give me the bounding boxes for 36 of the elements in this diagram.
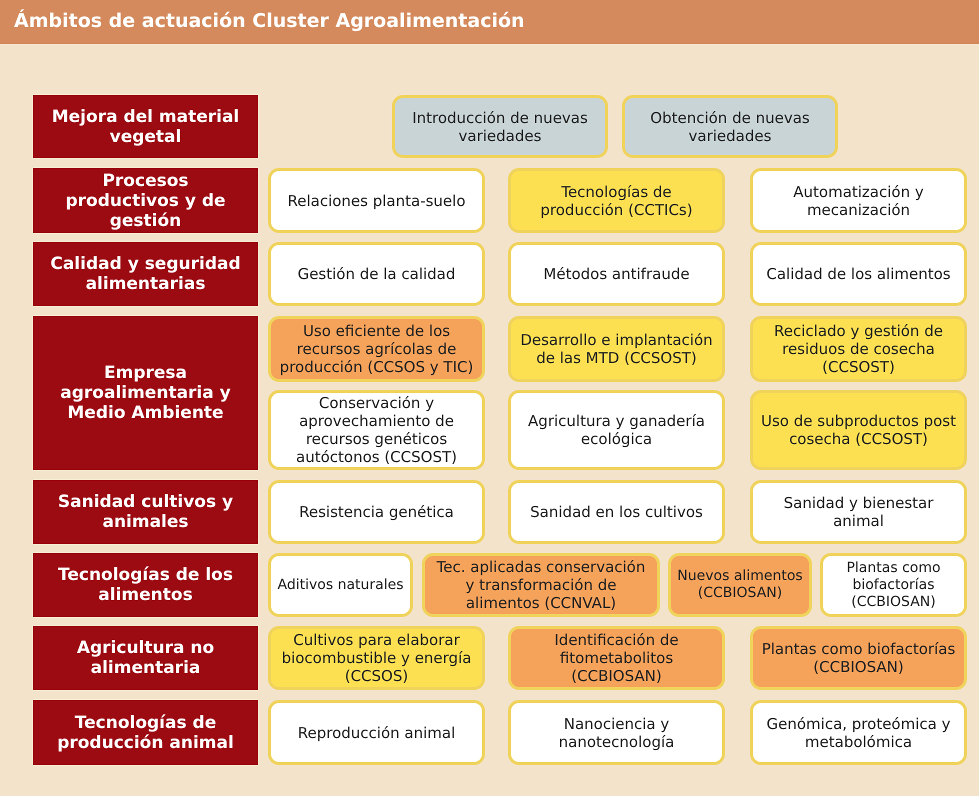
topic-box: Tecnologías de producción (CCTICs) — [508, 168, 725, 233]
topic-box: Obtención de nuevas variedades — [622, 95, 838, 158]
row-header: Mejora del material vegetal — [33, 95, 258, 158]
topic-box: Métodos antifraude — [508, 242, 725, 306]
topic-box: Automatización y mecanización — [750, 168, 967, 233]
topic-box: Identificación de fitometabolitos (CCBIOSAN) — [508, 626, 725, 690]
topic-box: Reciclado y gestión de residuos de cosecha (CCSOST) — [750, 316, 967, 382]
topic-box: Sanidad y bienestar animal — [750, 480, 967, 544]
topic-box: Plantas como biofactorías (CCBIOSAN) — [820, 553, 967, 617]
topic-box: Genómica, proteómica y metabolómica — [750, 700, 967, 765]
title: Ámbitos de actuación Cluster Agroalimentación — [14, 10, 525, 32]
row-header: Empresa agroalimentaria y Medio Ambiente — [33, 316, 258, 470]
topic-box: Resistencia genética — [268, 480, 485, 544]
topic-box: Uso de subproductos post cosecha (CCSOST) — [750, 390, 967, 470]
row-header: Tecnologías de producción animal — [33, 700, 258, 765]
topic-box: Sanidad en los cultivos — [508, 480, 725, 544]
topic-box: Nuevos alimentos (CCBIOSAN) — [668, 553, 812, 617]
row-header: Tecnologías de los alimentos — [33, 553, 258, 617]
topic-box: Cultivos para elaborar biocombustible y energía (CCSOS) — [268, 626, 485, 690]
topic-box: Relaciones planta-suelo — [268, 168, 485, 233]
topic-box: Nanociencia y nanotecnología — [508, 700, 725, 765]
row-header: Agricultura no alimentaria — [33, 626, 258, 690]
topic-box: Gestión de la calidad — [268, 242, 485, 306]
row-header: Calidad y seguridad alimentarias — [33, 242, 258, 306]
topic-box: Plantas como biofactorías (CCBIOSAN) — [750, 626, 967, 690]
topic-box: Aditivos naturales — [268, 553, 413, 617]
topic-box: Introducción de nuevas variedades — [392, 95, 608, 158]
topic-box: Uso eficiente de los recursos agrícolas de producción (CCSOS y TIC) — [268, 316, 485, 382]
row-header: Procesos productivos y de gestión — [33, 168, 258, 233]
topic-box: Tec. aplicadas conservación y transformación de alimentos (CCNVAL) — [422, 553, 660, 617]
topic-box: Conservación y aprovechamiento de recursos genéticos autóctonos (CCSOST) — [268, 390, 485, 470]
topic-box: Reproducción animal — [268, 700, 485, 765]
row-header: Sanidad cultivos y animales — [33, 480, 258, 544]
topic-box: Agricultura y ganadería ecológica — [508, 390, 725, 470]
topic-box: Desarrollo e implantación de las MTD (CCSOST) — [508, 316, 725, 382]
topic-box: Calidad de los alimentos — [750, 242, 967, 306]
